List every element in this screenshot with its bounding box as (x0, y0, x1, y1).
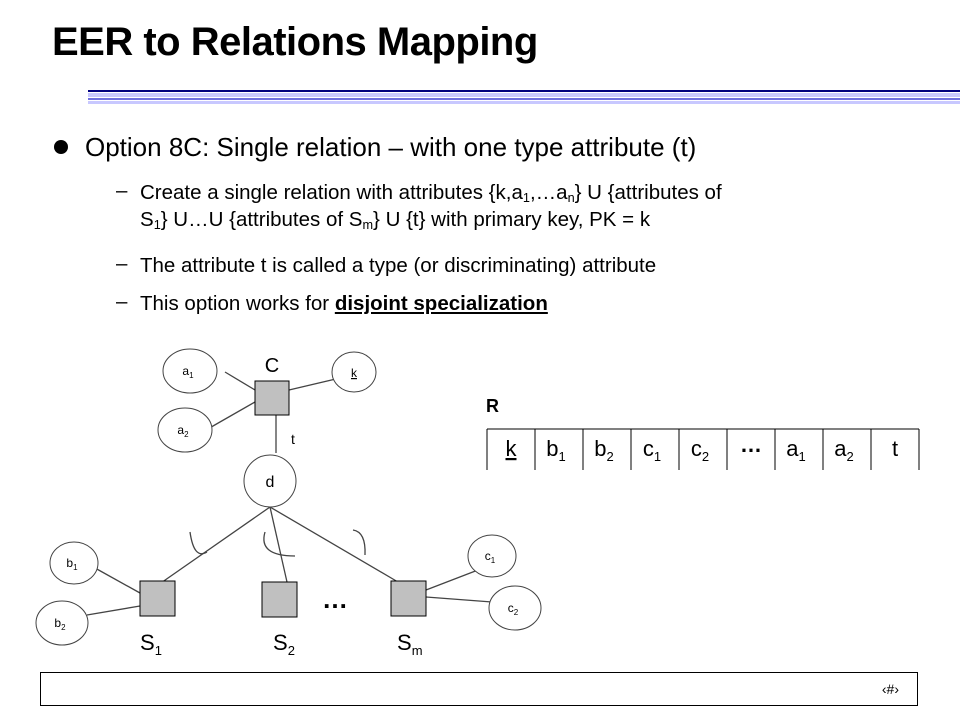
attr-b2-label: b2 (54, 616, 66, 632)
sub1-index-1: 1 (522, 190, 530, 206)
relation-column-5: … (740, 432, 762, 457)
attr-a1-label: a1 (182, 364, 194, 380)
sub-bullet-3: This option works for disjoint specializ… (140, 290, 548, 317)
sub1-index-n: n (567, 190, 575, 206)
entity-c-label: C (265, 355, 279, 377)
relation-column-8: t (892, 436, 898, 461)
main-bullet: Option 8C: Single relation – with one ty… (85, 132, 697, 162)
sub-bullet-1: Create a single relation with attributes… (140, 179, 722, 233)
sub1-text-d: S (140, 208, 154, 231)
attr-b2 (35, 600, 89, 646)
attr-c2 (488, 585, 542, 631)
attr-a1 (162, 348, 218, 394)
entity-sm (390, 580, 427, 617)
sub3-emphasis: disjoint specialization (334, 292, 548, 315)
sub1-text-a: Create a single relation with attributes… (140, 181, 523, 204)
relation-column-1: b1 (546, 436, 565, 464)
entity-s2-label: S2 (273, 630, 295, 658)
sub1-index-1b: 1 (153, 217, 161, 233)
footer-box: ‹#› (40, 672, 918, 706)
attr-k-label: k (351, 366, 358, 380)
entity-sm-label: Sm (397, 630, 423, 658)
sub1-text-b: ,…a (529, 181, 568, 204)
attr-c1-label: c1 (485, 549, 496, 565)
relation-columns: k b1 b2 c1 c2 … a1 a2 t (506, 432, 899, 464)
disjoint-label: d (266, 474, 275, 491)
sub1-text-f: } U {t} with primary key, PK = k (373, 208, 651, 231)
sub-bullet-2: The attribute t is called a type (or dis… (140, 254, 657, 277)
sub1-text-c: } U {attributes of (574, 181, 722, 204)
attr-b1-label: b1 (66, 556, 78, 572)
relation-column-4: c2 (691, 436, 709, 464)
attr-b1 (49, 541, 99, 585)
page-number: ‹#› (881, 681, 899, 697)
slide-title: EER to Relations Mapping (52, 20, 538, 64)
sub1-index-m: m (362, 217, 374, 233)
entity-s2 (261, 581, 298, 618)
entity-s1-label: S1 (140, 630, 162, 658)
subclass-ellipsis: … (322, 584, 348, 614)
entity-s1 (139, 580, 176, 617)
attr-k (331, 351, 377, 393)
sub3-text: This option works for (140, 292, 335, 315)
disjoint-circle (243, 454, 297, 508)
entity-c (254, 380, 290, 416)
attr-a2-label: a2 (177, 423, 189, 439)
dash-3: – (116, 290, 128, 313)
bullet-dot-icon (54, 140, 68, 154)
dash-1: – (116, 179, 128, 202)
attr-c1 (467, 534, 517, 578)
relation-column-7: a2 (834, 436, 853, 464)
type-label: t (291, 431, 295, 447)
relation-column-6: a1 (786, 436, 805, 464)
relation-column-0: k (506, 436, 518, 461)
relation-column-2: b2 (594, 436, 613, 464)
relation-column-3: c1 (643, 436, 661, 464)
attr-a2 (157, 407, 213, 453)
attr-c2-label: c2 (508, 601, 519, 617)
dash-2: – (116, 252, 128, 275)
sub1-text-e: } U…U {attributes of S (160, 208, 363, 231)
title-underline (88, 90, 960, 104)
relation-name: R (486, 396, 499, 416)
